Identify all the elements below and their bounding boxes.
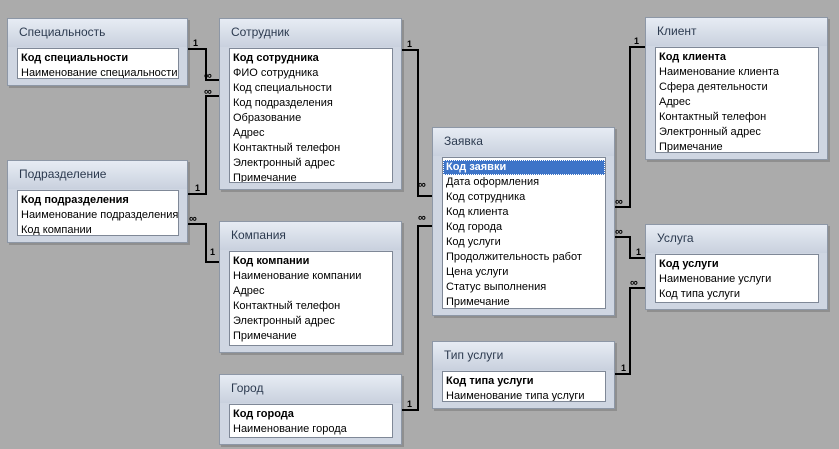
relationship-line[interactable] <box>615 287 645 375</box>
primary-key-field[interactable]: Код подразделения <box>21 194 129 206</box>
primary-key-field[interactable]: Код клиента <box>659 51 726 63</box>
many-marker: ∞ <box>630 277 638 289</box>
field-row[interactable]: Электронный адрес <box>233 157 335 169</box>
field-row[interactable]: Наименование клиента <box>659 66 780 78</box>
table-title[interactable]: Подразделение <box>8 161 187 189</box>
field-row[interactable]: Наименование типа услуги <box>446 390 585 402</box>
one-marker: 1 <box>407 39 412 49</box>
field-row[interactable]: Образование <box>233 112 302 124</box>
field-row[interactable]: Продолжительность работ <box>446 251 582 263</box>
field-row[interactable]: Наименование специальности <box>21 67 178 79</box>
field-row[interactable]: Примечание <box>659 141 723 153</box>
field-row[interactable]: Статус выполнения <box>446 281 547 293</box>
table-title[interactable]: Специальность <box>8 19 187 47</box>
many-marker: ∞ <box>418 179 426 191</box>
field-row[interactable]: Контактный телефон <box>233 300 341 312</box>
one-marker: 1 <box>195 183 200 193</box>
relationship-line[interactable] <box>188 223 219 263</box>
field-row[interactable]: Код клиента <box>446 206 509 218</box>
one-marker: 1 <box>193 38 198 48</box>
one-marker: 1 <box>407 399 412 409</box>
field-row[interactable]: Наименование компании <box>233 270 362 282</box>
field-row[interactable]: Контактный телефон <box>233 142 341 154</box>
relationship-line[interactable] <box>188 95 219 195</box>
field-row[interactable]: Адрес <box>233 285 265 297</box>
field-row[interactable]: Код компании <box>21 224 92 236</box>
field-row[interactable]: Примечание <box>233 330 297 342</box>
field-row[interactable]: Адрес <box>233 127 265 139</box>
table-title[interactable]: Клиент <box>646 18 827 46</box>
many-marker: ∞ <box>615 226 623 238</box>
relationship-line[interactable] <box>615 236 645 259</box>
many-marker: ∞ <box>418 212 426 224</box>
relationship-line[interactable] <box>402 49 432 197</box>
field-row[interactable]: Адрес <box>659 96 691 108</box>
primary-key-field[interactable]: Код услуги <box>659 258 719 270</box>
field-row[interactable]: Наименование подразделения <box>21 209 179 221</box>
field-row[interactable]: Код типа услуги <box>659 288 741 300</box>
one-marker: 1 <box>210 247 215 257</box>
table-title[interactable]: Заявка <box>433 128 614 156</box>
field-row[interactable]: Контактный телефон <box>659 111 767 123</box>
primary-key-field[interactable]: Код сотрудника <box>233 52 319 64</box>
primary-key-field[interactable]: Код города <box>233 408 294 420</box>
primary-key-field[interactable]: Код заявки <box>443 160 605 175</box>
table-title[interactable]: Город <box>220 375 401 403</box>
primary-key-field[interactable]: Код компании <box>233 255 310 267</box>
field-row[interactable]: Примечание <box>233 172 297 183</box>
field-row[interactable]: Код подразделения <box>233 97 333 109</box>
one-marker: 1 <box>634 36 639 46</box>
relationship-line[interactable] <box>188 48 219 81</box>
one-marker: 1 <box>636 247 641 257</box>
field-row[interactable]: Код сотрудника <box>446 191 526 203</box>
relationship-line[interactable] <box>402 225 432 411</box>
field-row[interactable]: Код специальности <box>233 82 332 94</box>
table-title[interactable]: Сотрудник <box>220 19 401 47</box>
field-row[interactable]: Сфера деятельности <box>659 81 768 93</box>
primary-key-field[interactable]: Код специальности <box>21 52 129 64</box>
one-marker: 1 <box>621 363 626 373</box>
field-row[interactable]: Код услуги <box>446 236 501 248</box>
field-row[interactable]: Наименование города <box>233 423 347 435</box>
field-row[interactable]: Наименование услуги <box>659 273 772 285</box>
field-row[interactable]: ФИО сотрудника <box>233 67 319 79</box>
relationship-line[interactable] <box>615 46 645 208</box>
many-marker: ∞ <box>189 213 197 225</box>
field-row[interactable]: Электронный адрес <box>233 315 335 327</box>
primary-key-field[interactable]: Код типа услуги <box>446 375 534 387</box>
table-title[interactable]: Услуга <box>646 225 827 253</box>
many-marker: ∞ <box>204 86 212 98</box>
field-row[interactable]: Цена услуги <box>446 266 509 278</box>
field-row[interactable]: Дата оформления <box>446 176 540 188</box>
table-title[interactable]: Тип услуги <box>433 342 614 370</box>
many-marker: ∞ <box>204 70 212 82</box>
field-row[interactable]: Примечание <box>446 296 510 308</box>
many-marker: ∞ <box>615 196 623 208</box>
table-title[interactable]: Компания <box>220 222 401 250</box>
field-row[interactable]: Код города <box>446 221 503 233</box>
field-row[interactable]: Электронный адрес <box>659 126 761 138</box>
